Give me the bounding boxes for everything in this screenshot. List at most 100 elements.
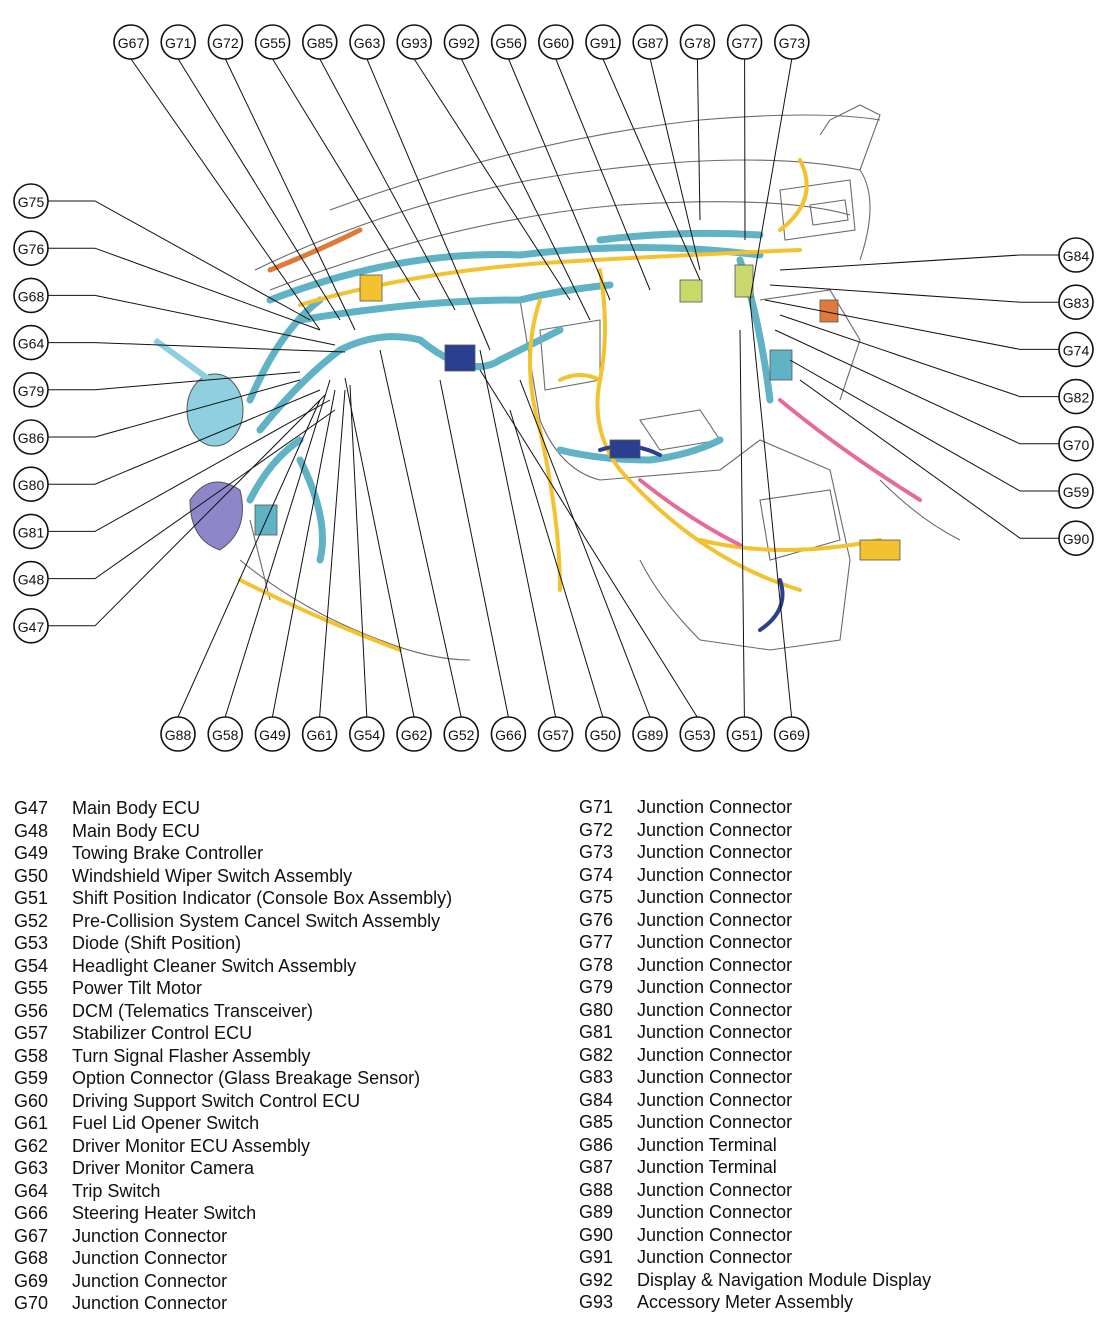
callout-label: G50	[590, 727, 617, 743]
leader-g58	[224, 379, 331, 718]
callout-label: G55	[259, 35, 286, 51]
callout-g80: G80	[13, 466, 49, 503]
callout-label: G49	[259, 727, 286, 743]
callout-label: G53	[684, 727, 711, 743]
callout-label: G57	[542, 727, 569, 743]
legend-code: G80	[579, 999, 614, 1020]
legend-description: Junction Connector	[637, 1022, 793, 1042]
legend-code: G50	[14, 865, 49, 886]
callout-g54: G54	[348, 716, 385, 752]
legend-description: Driver Monitor Camera	[72, 1158, 255, 1178]
legend-description: Junction Connector	[637, 864, 793, 885]
callout-g75: G75	[13, 183, 49, 219]
callout-label: G64	[18, 336, 45, 352]
legend-description: Junction Connector	[637, 1224, 793, 1245]
callout-label: G73	[779, 35, 806, 51]
legend-code: G93	[579, 1292, 614, 1312]
leader-g59	[789, 359, 1059, 492]
leader-g62	[344, 377, 415, 718]
callout-label: G69	[778, 727, 805, 743]
callout-label: G78	[684, 35, 711, 51]
callout-g89: G89	[632, 716, 668, 752]
callout-g68: G68	[13, 277, 49, 314]
steering-column	[153, 337, 244, 551]
leader-g82	[779, 314, 1059, 398]
callout-label: G54	[354, 727, 381, 743]
leader-g88	[177, 399, 321, 718]
leader-g56	[508, 58, 611, 301]
leader-g74	[764, 299, 1059, 350]
leader-g91	[602, 58, 701, 281]
leader-g67	[130, 58, 321, 331]
callout-label: G86	[18, 430, 45, 446]
legend-code: G49	[14, 843, 49, 863]
callout-label: G68	[18, 288, 45, 304]
legend-code: G55	[14, 978, 49, 998]
legend-code: G47	[14, 798, 49, 818]
callout-g91: G91	[585, 24, 621, 60]
legend-code: G66	[14, 1203, 49, 1223]
leader-g61	[319, 389, 346, 718]
legend-code: G63	[14, 1158, 49, 1178]
legend-code: G72	[579, 819, 614, 840]
leader-g47	[48, 394, 326, 627]
callout-g66: G66	[490, 716, 527, 752]
legend-code: G87	[579, 1157, 614, 1177]
legend-code: G90	[579, 1224, 614, 1245]
callout-label: G47	[18, 619, 45, 635]
callout-label: G56	[495, 35, 522, 51]
leader-g81	[48, 399, 331, 532]
legend-code: G75	[579, 887, 614, 907]
legend-code: G57	[14, 1023, 49, 1043]
legend-code: G91	[579, 1247, 614, 1267]
leader-g52	[379, 349, 462, 718]
legend-description: Junction Connector	[637, 1089, 793, 1110]
legend-code: G58	[14, 1045, 49, 1066]
callout-g59: G59	[1058, 473, 1094, 509]
callout-label: G84	[1063, 248, 1090, 264]
callout-label: G87	[637, 35, 664, 51]
legend-code: G82	[579, 1044, 614, 1065]
legend-description: Junction Terminal	[637, 1157, 777, 1177]
callout-g71: G71	[160, 24, 196, 60]
callout-g64: G64	[13, 324, 49, 361]
legend-code: G89	[579, 1202, 614, 1222]
callout-label: G52	[448, 727, 475, 743]
callout-g50: G50	[584, 716, 621, 752]
leader-g84	[779, 254, 1059, 271]
legend-description: Junction Terminal	[637, 1134, 777, 1155]
leader-g80	[48, 389, 321, 485]
legend-code: G73	[579, 842, 614, 862]
legend-code: G79	[579, 977, 614, 997]
callout-g49: G49	[254, 716, 291, 752]
callout-label: G72	[212, 35, 239, 51]
legend-description: Shift Position Indicator (Console Box As…	[72, 888, 453, 908]
callout-label: G66	[495, 727, 522, 743]
leader-g63	[366, 58, 491, 351]
callout-label: G82	[1063, 390, 1090, 406]
callout-g74: G74	[1058, 331, 1094, 368]
legend-description: Windshield Wiper Switch Assembly	[72, 865, 353, 886]
callout-g52: G52	[443, 716, 480, 752]
leader-g73	[749, 58, 793, 301]
